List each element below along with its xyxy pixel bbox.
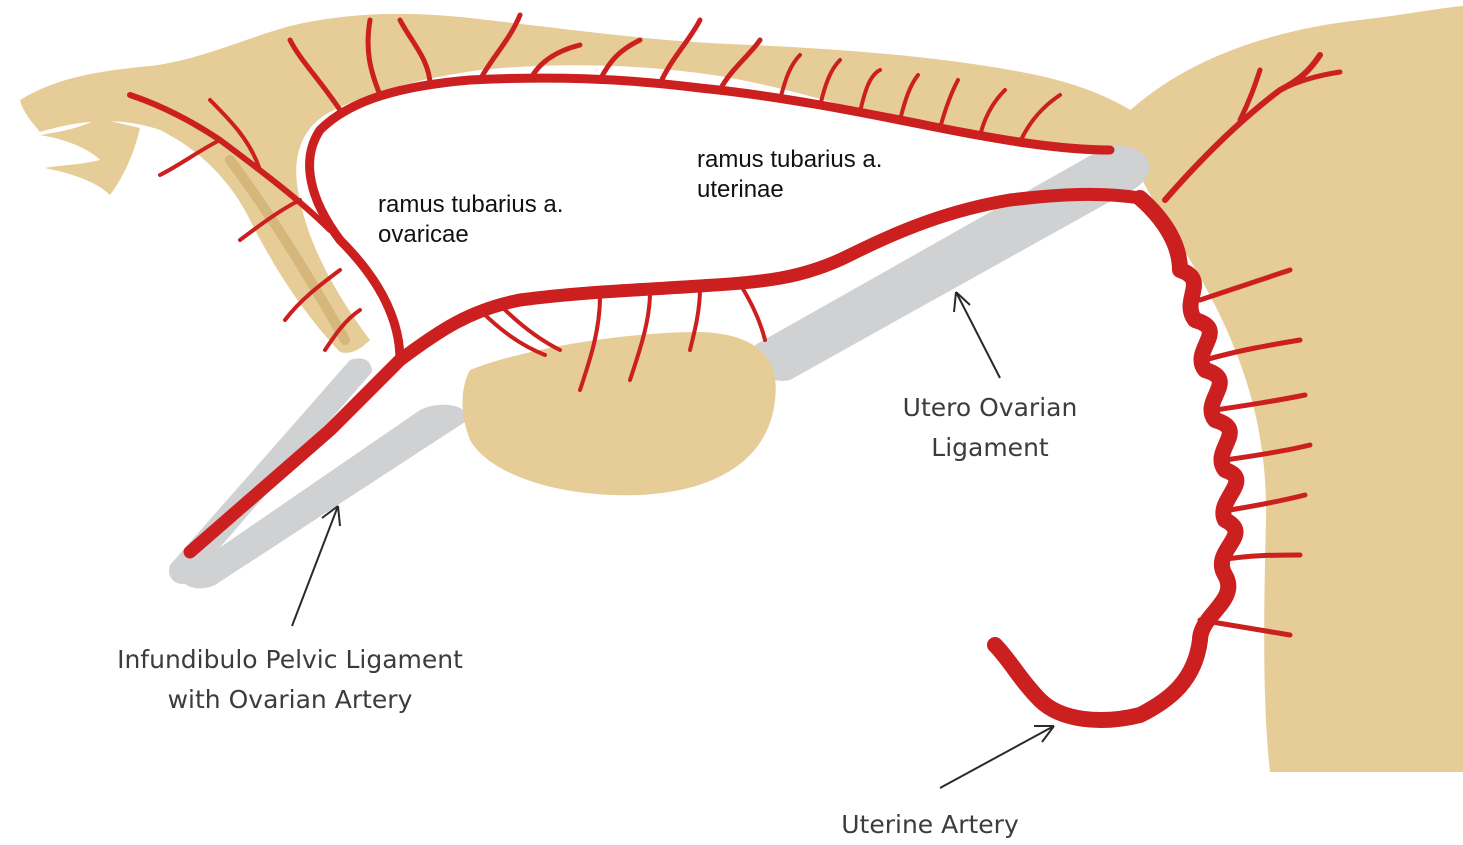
ovarian-branch: [500, 305, 560, 350]
label-line: ramus tubarius a.: [378, 190, 563, 220]
arrow-utero-ovarian: [954, 292, 1000, 378]
label-line: ramus tubarius a.: [697, 145, 882, 175]
label-infundibulo-pelvic-ligament: Infundibulo Pelvic Ligament with Ovarian…: [80, 640, 500, 720]
label-line: Utero Ovarian: [880, 388, 1100, 428]
label-uterine-artery: Uterine Artery: [800, 805, 1060, 845]
label-line: ovaricae: [378, 220, 563, 250]
label-line: Ligament: [880, 428, 1100, 468]
label-utero-ovarian-ligament: Utero Ovarian Ligament: [880, 388, 1100, 468]
label-ramus-tubarius-ovaricae: ramus tubarius a. ovaricae: [378, 190, 563, 250]
ovary: [463, 332, 776, 495]
label-line: Uterine Artery: [800, 805, 1060, 845]
arrow-uterine-artery: [940, 726, 1054, 788]
label-ramus-tubarius-uterinae: ramus tubarius a. uterinae: [697, 145, 882, 205]
uterus: [1120, 6, 1463, 772]
ovarian-branch: [740, 284, 765, 340]
label-line: with Ovarian Artery: [80, 680, 500, 720]
label-line: Infundibulo Pelvic Ligament: [80, 640, 500, 680]
fallopian-tube: [20, 14, 1175, 353]
label-line: uterinae: [697, 175, 882, 205]
